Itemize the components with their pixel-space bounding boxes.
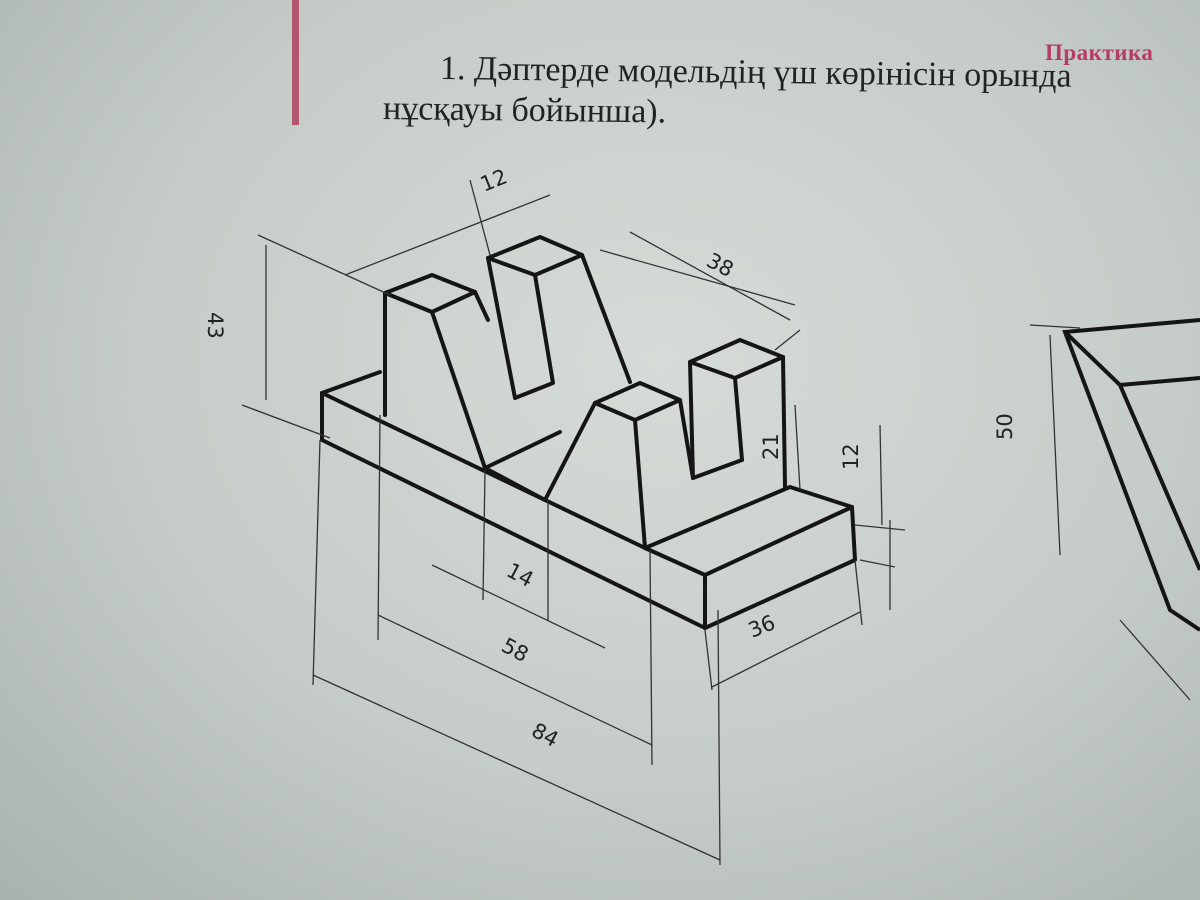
right-partial-figure: [1062, 318, 1200, 632]
dim-label-12-base: 12: [839, 443, 863, 470]
page-margin-line: [292, 0, 299, 125]
dim-label-58: 58: [498, 633, 533, 667]
dim-label-38: 38: [703, 248, 738, 282]
dimension-lines: [241, 179, 906, 866]
dim-label-36: 36: [745, 610, 779, 642]
dim-label-14: 14: [503, 558, 538, 592]
dim-label-50: 50: [993, 413, 1017, 440]
dim-label-84: 84: [528, 718, 563, 752]
section-heading: Практика: [1045, 40, 1154, 65]
dim-label-21: 21: [759, 433, 783, 460]
dim-label-12-top: 12: [477, 164, 511, 196]
model-outline: [320, 235, 857, 630]
dim-label-43: 43: [203, 312, 227, 339]
